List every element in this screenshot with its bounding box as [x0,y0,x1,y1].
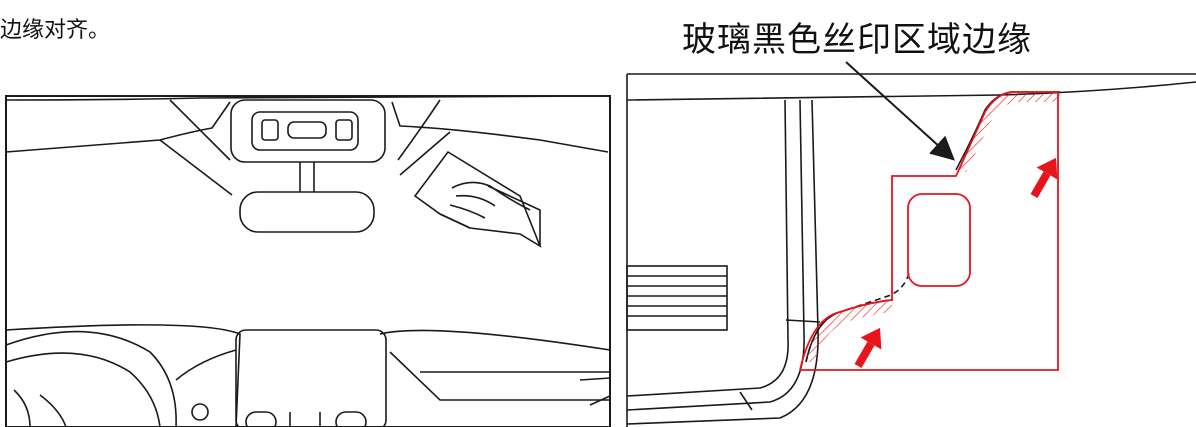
vent-grille [627,266,727,330]
mount-outline [800,92,1058,370]
silkscreen-edge [806,92,1060,362]
red-arrow-icon [848,152,1067,372]
car-interior-illustration [6,96,610,427]
steering-wheel [6,332,176,427]
hand-with-cloth-icon [415,152,540,246]
rearview-mirror [240,192,374,232]
overhead-console [231,100,385,162]
callout-arrow [846,62,952,158]
camera-mount-cutout [908,194,970,286]
windshield-detail-illustration [627,74,1196,427]
